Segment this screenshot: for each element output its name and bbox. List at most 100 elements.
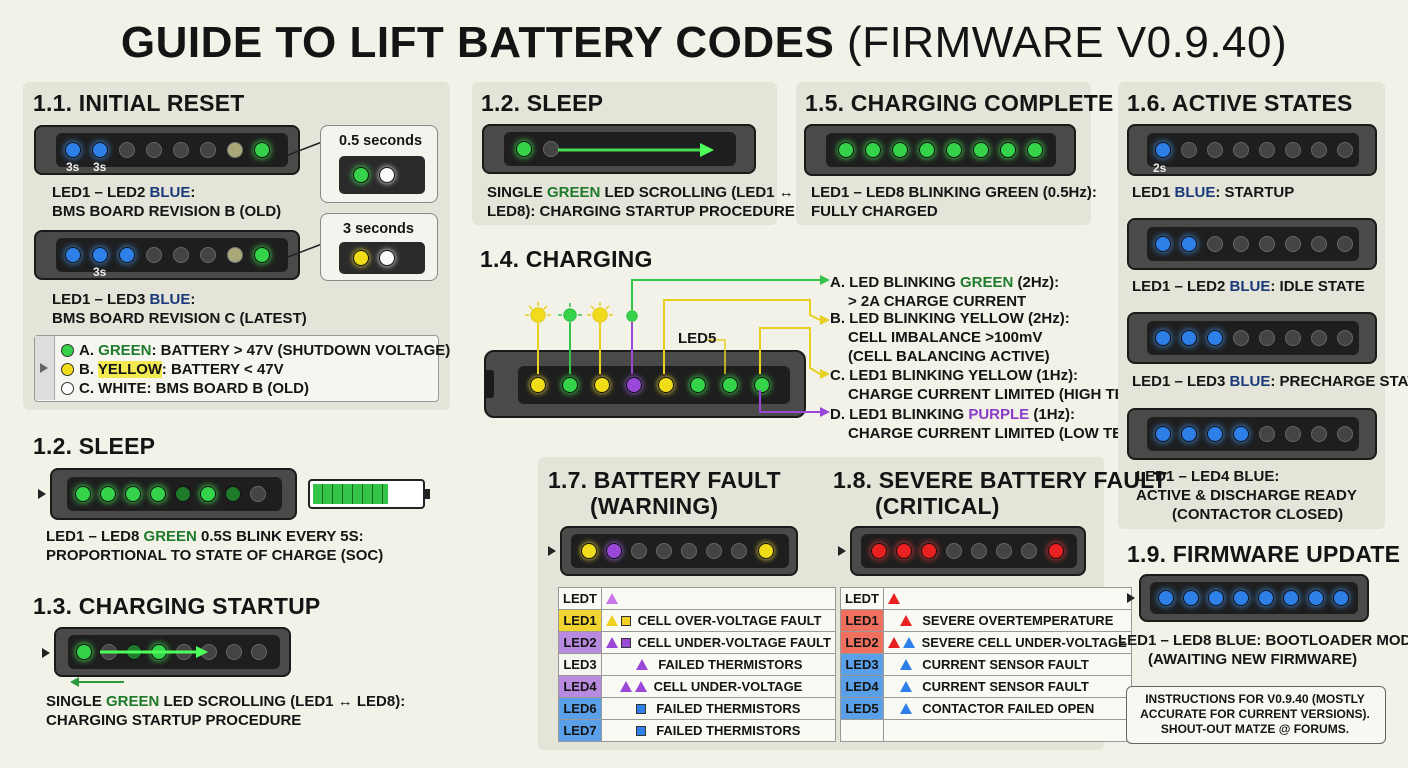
- led: [1158, 590, 1174, 606]
- section-heading: 1.2. SLEEP: [33, 433, 156, 459]
- led: [227, 142, 243, 158]
- led: [731, 543, 747, 559]
- led: [1183, 590, 1199, 606]
- led: [706, 543, 722, 559]
- table-row: LED7 FAILED THERMISTORS: [558, 719, 836, 742]
- led-bar: [1127, 408, 1377, 460]
- led: [1155, 330, 1171, 346]
- section-heading: 1.9. FIRMWARE UPDATE: [1127, 541, 1401, 567]
- table-row: LED2 CELL UNDER-VOLTAGE FAULT: [558, 631, 836, 654]
- led: [1311, 426, 1327, 442]
- led: [1285, 330, 1301, 346]
- table-row: LED3 CURRENT SENSOR FAULT: [840, 653, 1132, 676]
- led: [946, 142, 962, 158]
- table-row: LED1 CELL OVER-VOLTAGE FAULT: [558, 609, 836, 632]
- section-heading: 1.7. BATTERY FAULT(WARNING): [548, 467, 781, 519]
- led: [379, 167, 395, 183]
- led: [225, 486, 241, 502]
- callout-box: 0.5 seconds: [320, 125, 438, 203]
- led: [1208, 590, 1224, 606]
- section-heading: 1.2. SLEEP: [481, 90, 604, 116]
- led: [200, 142, 216, 158]
- charging-item-d: D. LED1 BLINKING PURPLE (1Hz):CHARGE CUR…: [830, 406, 1150, 442]
- arrow-icon: [1127, 593, 1135, 603]
- led: [971, 543, 987, 559]
- table-row: LED5 CONTACTOR FAILED OPEN: [840, 697, 1132, 720]
- duration-label: 3s: [93, 265, 107, 279]
- led: [150, 486, 166, 502]
- charging-item-c: C. LED1 BLINKING YELLOW (1Hz):CHARGE CUR…: [830, 367, 1153, 403]
- callout-connector: [280, 141, 323, 159]
- led: [1181, 330, 1197, 346]
- led: [1337, 236, 1353, 252]
- led: [1259, 142, 1275, 158]
- led: [65, 247, 81, 263]
- led-bar: [34, 230, 300, 280]
- led: [76, 644, 92, 660]
- duration-label: 2s: [1153, 161, 1167, 175]
- led: [1233, 330, 1249, 346]
- led: [1181, 426, 1197, 442]
- led: [1283, 590, 1299, 606]
- led: [656, 543, 672, 559]
- led: [896, 543, 912, 559]
- scroll-arrow-icon: [100, 646, 208, 658]
- led-bar: [1127, 218, 1377, 270]
- section-heading: 1.4. CHARGING: [480, 246, 653, 272]
- caption: LED1 – LED2 BLUE:BMS BOARD REVISION B (O…: [52, 184, 282, 220]
- section-heading: 1.3. CHARGING STARTUP: [33, 593, 321, 619]
- led: [973, 142, 989, 158]
- section-heading: 1.6. ACTIVE STATES: [1127, 90, 1353, 116]
- fault-table-warning: LEDT LED1 CELL OVER-VOLTAGE FAULT LED2 C…: [558, 587, 836, 742]
- table-header: LEDT: [558, 587, 602, 610]
- page-title: GUIDE TO LIFT BATTERY CODES (FIRMWARE V0…: [120, 18, 1288, 67]
- led: [92, 142, 108, 158]
- led: [1027, 142, 1043, 158]
- led: [562, 377, 578, 393]
- caption: LED1 – LED8 BLINKING GREEN (0.5Hz):FULLY…: [811, 184, 1097, 220]
- led: [754, 377, 770, 393]
- led: [146, 247, 162, 263]
- led-bar: [34, 125, 300, 175]
- caption: LED1 – LED8 BLUE: BOOTLOADER MODE(AWAITI…: [1118, 632, 1408, 668]
- led-bar: [1127, 312, 1377, 364]
- led: [100, 486, 116, 502]
- led: [1285, 426, 1301, 442]
- led: [516, 141, 532, 157]
- led: [75, 486, 91, 502]
- led: [1233, 142, 1249, 158]
- table-row: LED1 SEVERE OVERTEMPERATURE: [840, 609, 1132, 632]
- led: [173, 247, 189, 263]
- led: [865, 142, 881, 158]
- led5-label: LED5: [678, 330, 717, 347]
- table-row: LED3 FAILED THERMISTORS: [558, 653, 836, 676]
- led: [92, 247, 108, 263]
- led: [1181, 142, 1197, 158]
- led-bar: [50, 468, 297, 520]
- led: [1155, 142, 1171, 158]
- charging-connectors: [525, 275, 830, 417]
- led-bar: [1139, 574, 1369, 622]
- led: [722, 377, 738, 393]
- duration-label: 3s: [66, 160, 80, 174]
- led: [1311, 330, 1327, 346]
- arrow-icon: [38, 489, 46, 499]
- duration-label: 3s: [93, 160, 107, 174]
- section-heading: 1.5. CHARGING COMPLETE: [805, 90, 1114, 116]
- legend-item-yellow: B. YELLOW: BATTERY < 47V: [61, 360, 284, 379]
- caption: LED1 – LED4 BLUE:ACTIVE & DISCHARGE READ…: [1136, 468, 1357, 523]
- led: [606, 543, 622, 559]
- arrow-icon: [548, 546, 556, 556]
- led: [1337, 142, 1353, 158]
- led: [1181, 236, 1197, 252]
- caption: LED1 – LED3 BLUE:BMS BOARD REVISION C (L…: [52, 291, 307, 327]
- scroll-arrow-icon: [558, 143, 714, 157]
- led: [1233, 426, 1249, 442]
- led: [119, 142, 135, 158]
- led: [1258, 590, 1274, 606]
- legend-item-green: A. GREEN: BATTERY > 47V (SHUTDOWN VOLTAG…: [61, 341, 450, 360]
- led: [353, 167, 369, 183]
- led: [250, 486, 266, 502]
- callout-connector: [280, 243, 323, 261]
- caption: LED1 – LED2 BLUE: IDLE STATE: [1132, 278, 1365, 295]
